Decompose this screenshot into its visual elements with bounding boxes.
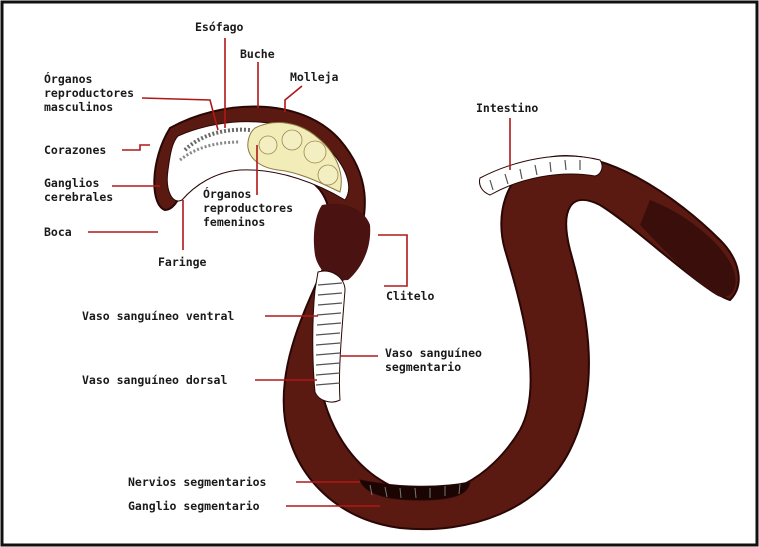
label-ganglio-segmentario: Ganglio segmentario bbox=[128, 499, 260, 513]
label-vaso-ventral: Vaso sanguíneo ventral bbox=[82, 309, 234, 323]
label-ganglios-cerebrales: Ganglios cerebrales bbox=[44, 176, 113, 204]
label-nervios-segmentarios: Nervios segmentarios bbox=[128, 475, 266, 489]
label-organos-femeninos: Órganos reproductores femeninos bbox=[203, 187, 293, 229]
label-molleja: Molleja bbox=[290, 70, 338, 84]
label-boca: Boca bbox=[44, 225, 72, 239]
label-organos-masculinos: Órganos reproductores masculinos bbox=[44, 72, 134, 114]
label-clitelo: Clitelo bbox=[386, 289, 434, 303]
label-faringe: Faringe bbox=[158, 255, 206, 269]
label-intestino: Intestino bbox=[476, 101, 538, 115]
label-esofago: Esófago bbox=[195, 20, 243, 34]
label-vaso-segmentario: Vaso sanguíneo segmentario bbox=[385, 346, 482, 374]
label-vaso-dorsal: Vaso sanguíneo dorsal bbox=[82, 373, 227, 387]
label-buche: Buche bbox=[240, 47, 275, 61]
label-corazones: Corazones bbox=[44, 143, 106, 157]
